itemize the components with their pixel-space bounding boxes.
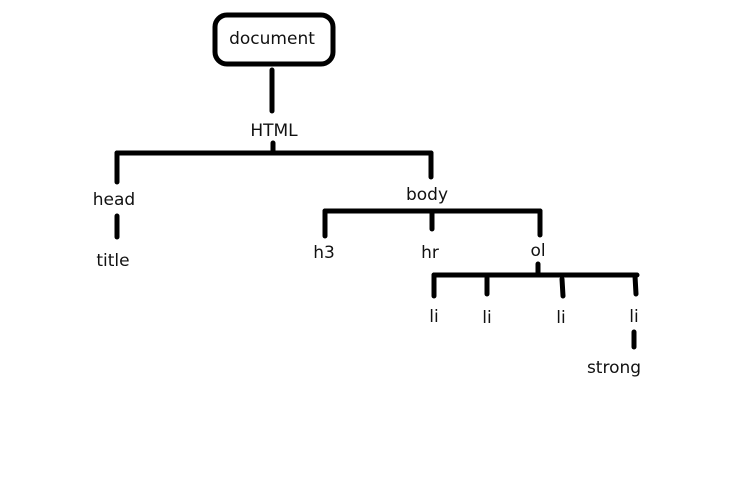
edge-ol-li3 (559, 276, 566, 299)
node-li-3: li (556, 308, 565, 328)
document-node-box (212, 12, 336, 67)
node-hr: hr (421, 243, 439, 263)
node-li-2: li (482, 308, 491, 328)
node-head: head (93, 190, 135, 210)
node-ol: ol (530, 241, 545, 261)
node-body: body (406, 185, 448, 205)
node-document: document (229, 29, 315, 49)
node-h3: h3 (313, 243, 335, 263)
edge-ol-li4 (632, 273, 639, 297)
node-li-4: li (629, 307, 638, 327)
node-html: HTML (250, 121, 298, 141)
node-title: title (96, 251, 129, 271)
node-strong: strong (587, 358, 641, 378)
node-li-1: li (429, 307, 438, 327)
